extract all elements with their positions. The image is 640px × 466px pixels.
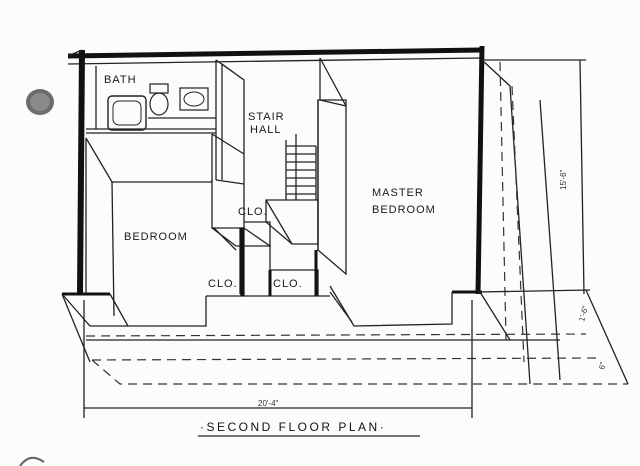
master-bedroom-area: MASTER BEDROOM [317, 99, 453, 327]
master-bedroom-label-line1: MASTER [372, 187, 424, 199]
master-bedroom-label-line2: BEDROOM [372, 204, 436, 216]
closet-upper-label: CLO. [238, 206, 268, 218]
bedroom-label: BEDROOM [124, 231, 188, 243]
bath-area: BATH [86, 66, 216, 134]
elevation-lines [61, 59, 629, 385]
plan-title: ·SECOND FLOOR PLAN· [198, 420, 420, 437]
stair-hall-label-line1: STAIR [248, 111, 285, 123]
bathtub-icon [107, 95, 147, 131]
punch-hole-shadow [30, 93, 50, 111]
width-dimension-line: 20'-4" [83, 300, 473, 418]
toilet-icon [149, 83, 169, 116]
bedroom-area: BEDROOM [61, 134, 213, 327]
side-dimension-1: 1'-6" [577, 305, 590, 323]
staircase-icon [285, 134, 317, 200]
corner-smudge [19, 456, 45, 466]
bath-label: BATH [104, 74, 137, 86]
depth-dimension: 15'-6" [559, 169, 568, 190]
title-text: ·SECOND FLOOR PLAN· [200, 420, 386, 434]
width-dimension-label: 20'-4" [258, 399, 279, 408]
closet-left-label: CLO. [208, 278, 238, 290]
sink-icon [179, 87, 209, 111]
closet-right-label: CLO. [273, 278, 303, 290]
outer-walls [62, 45, 485, 296]
side-dimension-2: 6" [597, 361, 608, 371]
closets-area: CLO. CLO. CLO. [206, 180, 330, 297]
stair-hall-area: STAIR HALL [211, 57, 347, 200]
stair-hall-label-line2: HALL [250, 124, 282, 136]
